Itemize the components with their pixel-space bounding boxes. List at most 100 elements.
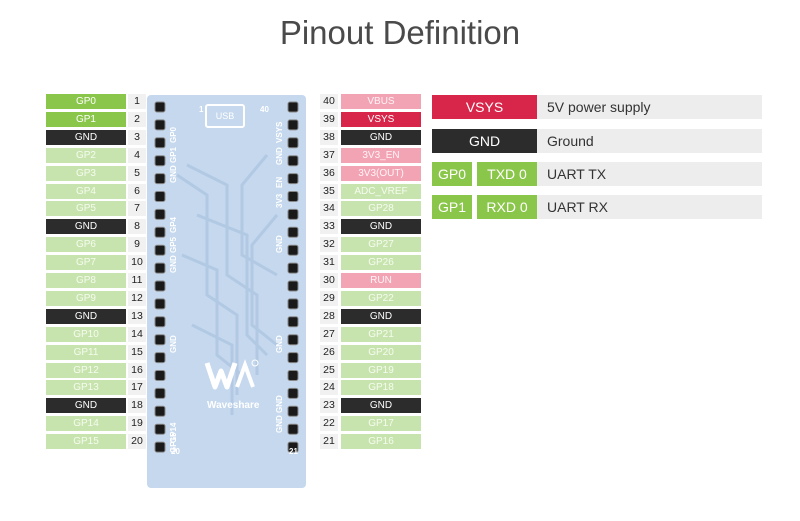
board-pin-hole xyxy=(287,423,299,435)
left-pin-17-label: GP13 xyxy=(46,380,126,396)
left-pin-2-number: 2 xyxy=(128,111,146,127)
legend-tag: RXD 0 xyxy=(477,195,537,219)
left-pin-16-number: 16 xyxy=(128,362,146,378)
right-pin-35-number: 35 xyxy=(320,183,338,199)
silk-right-label: GND xyxy=(275,335,284,353)
board-pin-hole xyxy=(154,191,166,202)
right-pin-34-number: 34 xyxy=(320,201,338,217)
right-pin-34-label: GP28 xyxy=(341,201,421,217)
right-pin-40-number: 40 xyxy=(320,94,338,109)
right-pin-26-number: 26 xyxy=(320,344,338,360)
usb-connector: USB xyxy=(205,104,245,128)
left-pin-8-label: GND xyxy=(46,219,126,235)
left-pin-5-label: GP3 xyxy=(46,165,126,181)
right-pin-21-number: 21 xyxy=(320,434,338,450)
page-title: Pinout Definition xyxy=(279,14,521,51)
board-pin-hole xyxy=(154,405,166,417)
board-pin-hole xyxy=(287,137,299,149)
legend-description-bg xyxy=(537,129,762,153)
silk-left-label: GND xyxy=(169,255,178,273)
silk-left-label: GP5 xyxy=(169,236,178,253)
board-pin-hole xyxy=(287,208,299,220)
board-pin-hole xyxy=(154,173,166,185)
left-pin-6-number: 6 xyxy=(128,183,146,199)
board-pin-hole xyxy=(154,352,166,364)
left-pin-14-label: GP10 xyxy=(46,326,126,342)
right-pin-30-number: 30 xyxy=(320,273,338,288)
right-pin-28-label: GND xyxy=(341,308,421,324)
right-pin-25-number: 25 xyxy=(320,362,338,378)
left-pin-10-number: 10 xyxy=(128,255,146,271)
silk-right-label: VSYS xyxy=(275,121,284,143)
waveshare-logo-icon xyxy=(204,359,259,390)
left-pin-15-number: 15 xyxy=(128,344,146,360)
left-pin-16-label: GP12 xyxy=(46,362,126,378)
right-pin-35-label: ADC_VREF xyxy=(341,183,421,199)
left-pin-10-label: GP7 xyxy=(46,255,126,271)
left-pin-1-label: GP0 xyxy=(46,94,126,109)
right-pin-31-label: GP26 xyxy=(341,255,421,271)
board-pin-hole xyxy=(287,280,299,292)
right-pin-22-number: 22 xyxy=(320,416,338,432)
legend-description: UART TX xyxy=(547,166,607,182)
board-pin-hole xyxy=(287,334,299,346)
left-pin-4-label: GP2 xyxy=(46,147,126,163)
board-pin-hole xyxy=(154,208,166,220)
left-pin-11-number: 11 xyxy=(128,273,146,288)
legend-tag: GP0 xyxy=(432,162,472,186)
right-pin-29-number: 29 xyxy=(320,290,338,306)
legend-tag: TXD 0 xyxy=(477,162,537,186)
left-pin-18-label: GND xyxy=(46,398,126,414)
left-pin-18-number: 18 xyxy=(128,398,146,414)
left-pin-14-number: 14 xyxy=(128,326,146,342)
right-pin-32-label: GP27 xyxy=(341,237,421,253)
legend-description: 5V power supply xyxy=(547,99,651,115)
brand-label: Waveshare xyxy=(207,400,260,411)
right-pin-30-label: RUN xyxy=(341,273,421,288)
left-pin-1-number: 1 xyxy=(128,94,146,109)
left-pin-3-number: 3 xyxy=(128,129,146,145)
left-pin-4-number: 4 xyxy=(128,147,146,163)
board-pin-hole xyxy=(287,352,299,364)
legend-tag: GP1 xyxy=(432,195,472,219)
board-pin-hole xyxy=(154,387,166,399)
board-pin-hole xyxy=(154,244,166,256)
silk-right-label: GND xyxy=(275,415,284,433)
board-pin-hole xyxy=(154,298,166,310)
left-pin-9-label: GP6 xyxy=(46,237,126,253)
right-pin-31-number: 31 xyxy=(320,255,338,271)
left-pin-17-number: 17 xyxy=(128,380,146,396)
board-pin-hole xyxy=(154,137,166,149)
right-pin-39-label: VSYS xyxy=(341,111,421,127)
right-pin-24-label: GP18 xyxy=(341,380,421,396)
right-pin-39-number: 39 xyxy=(320,111,338,127)
left-pin-7-label: GP5 xyxy=(46,201,126,217)
board-pin-hole xyxy=(287,173,299,185)
left-pin-19-label: GP14 xyxy=(46,416,126,432)
board-pin-hole xyxy=(287,262,299,274)
right-pin-33-number: 33 xyxy=(320,219,338,235)
board-pin-hole xyxy=(287,191,299,202)
right-pin-29-label: GP22 xyxy=(341,290,421,306)
board-pin-hole xyxy=(287,316,299,328)
legend-description: UART RX xyxy=(547,199,608,215)
left-pin-12-label: GP9 xyxy=(46,290,126,306)
right-pin-33-label: GND xyxy=(341,219,421,235)
right-pin-37-label: 3V3_EN xyxy=(341,147,421,163)
silk-left-label: GP4 xyxy=(169,216,178,233)
left-pin-7-number: 7 xyxy=(128,201,146,217)
board-pin-hole xyxy=(154,101,166,113)
right-pin-38-number: 38 xyxy=(320,129,338,145)
board-pin21-label: 21 xyxy=(289,447,298,456)
board-pin-hole xyxy=(287,405,299,417)
left-pin-2-label: GP1 xyxy=(46,111,126,127)
left-pin-5-number: 5 xyxy=(128,165,146,181)
right-pin-27-number: 27 xyxy=(320,326,338,342)
board-pin20-label: 20 xyxy=(171,447,180,456)
left-pin-9-number: 9 xyxy=(128,237,146,253)
left-pin-20-number: 20 xyxy=(128,434,146,450)
left-pin-6-label: GP4 xyxy=(46,183,126,199)
